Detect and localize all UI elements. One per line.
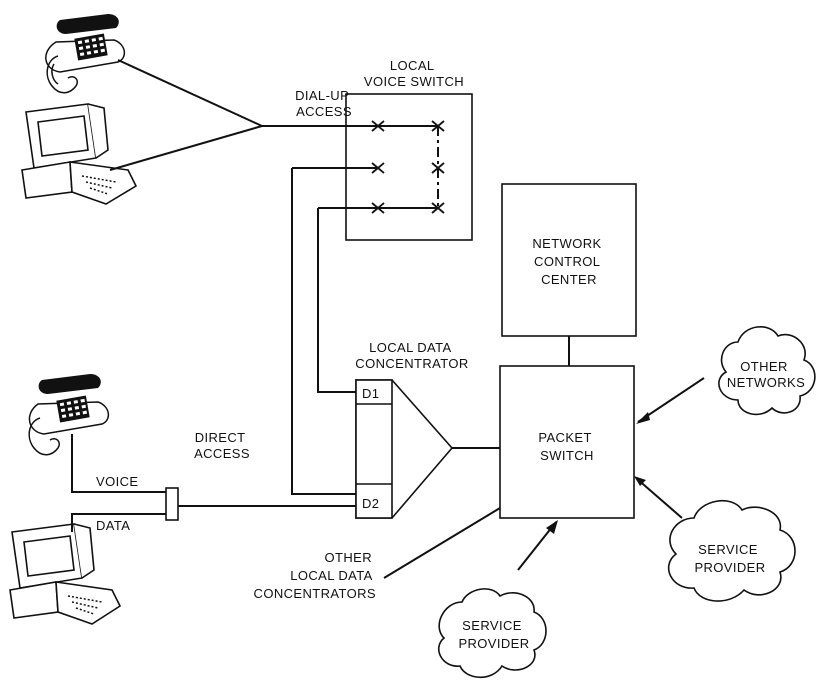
label-network-control-center: NETWORK CONTROL CENTER (532, 236, 605, 287)
direct-access-multiplexer (166, 488, 178, 520)
label-dial-up-access: DIAL-UP ACCESS (295, 88, 353, 119)
service-provider-right-link (636, 478, 682, 518)
label-d1: D1 (362, 386, 379, 401)
label-other-local-data-concentrators: OTHER LOCAL DATA CONCENTRATORS (254, 550, 376, 601)
label-d2: D2 (362, 496, 379, 511)
service-provider-cloud-bottom (439, 589, 546, 677)
label-direct-access: DIRECT ACCESS (194, 430, 250, 461)
terminal-icon-top (22, 104, 136, 204)
label-voice: VOICE (96, 474, 138, 489)
telephone-icon-top (46, 14, 125, 93)
label-local-data-concentrator: LOCAL DATA CONCENTRATOR (355, 340, 468, 371)
label-data: DATA (96, 518, 130, 533)
terminal-icon-bottom (10, 524, 120, 624)
other-concentrators-link (384, 508, 500, 578)
telephone-icon-bottom (29, 374, 108, 455)
terminal-line-top (110, 126, 262, 170)
phone-line-top (118, 60, 262, 126)
label-local-voice-switch: LOCAL VOICE SWITCH (364, 58, 464, 89)
other-networks-arrow-icon (636, 412, 650, 424)
